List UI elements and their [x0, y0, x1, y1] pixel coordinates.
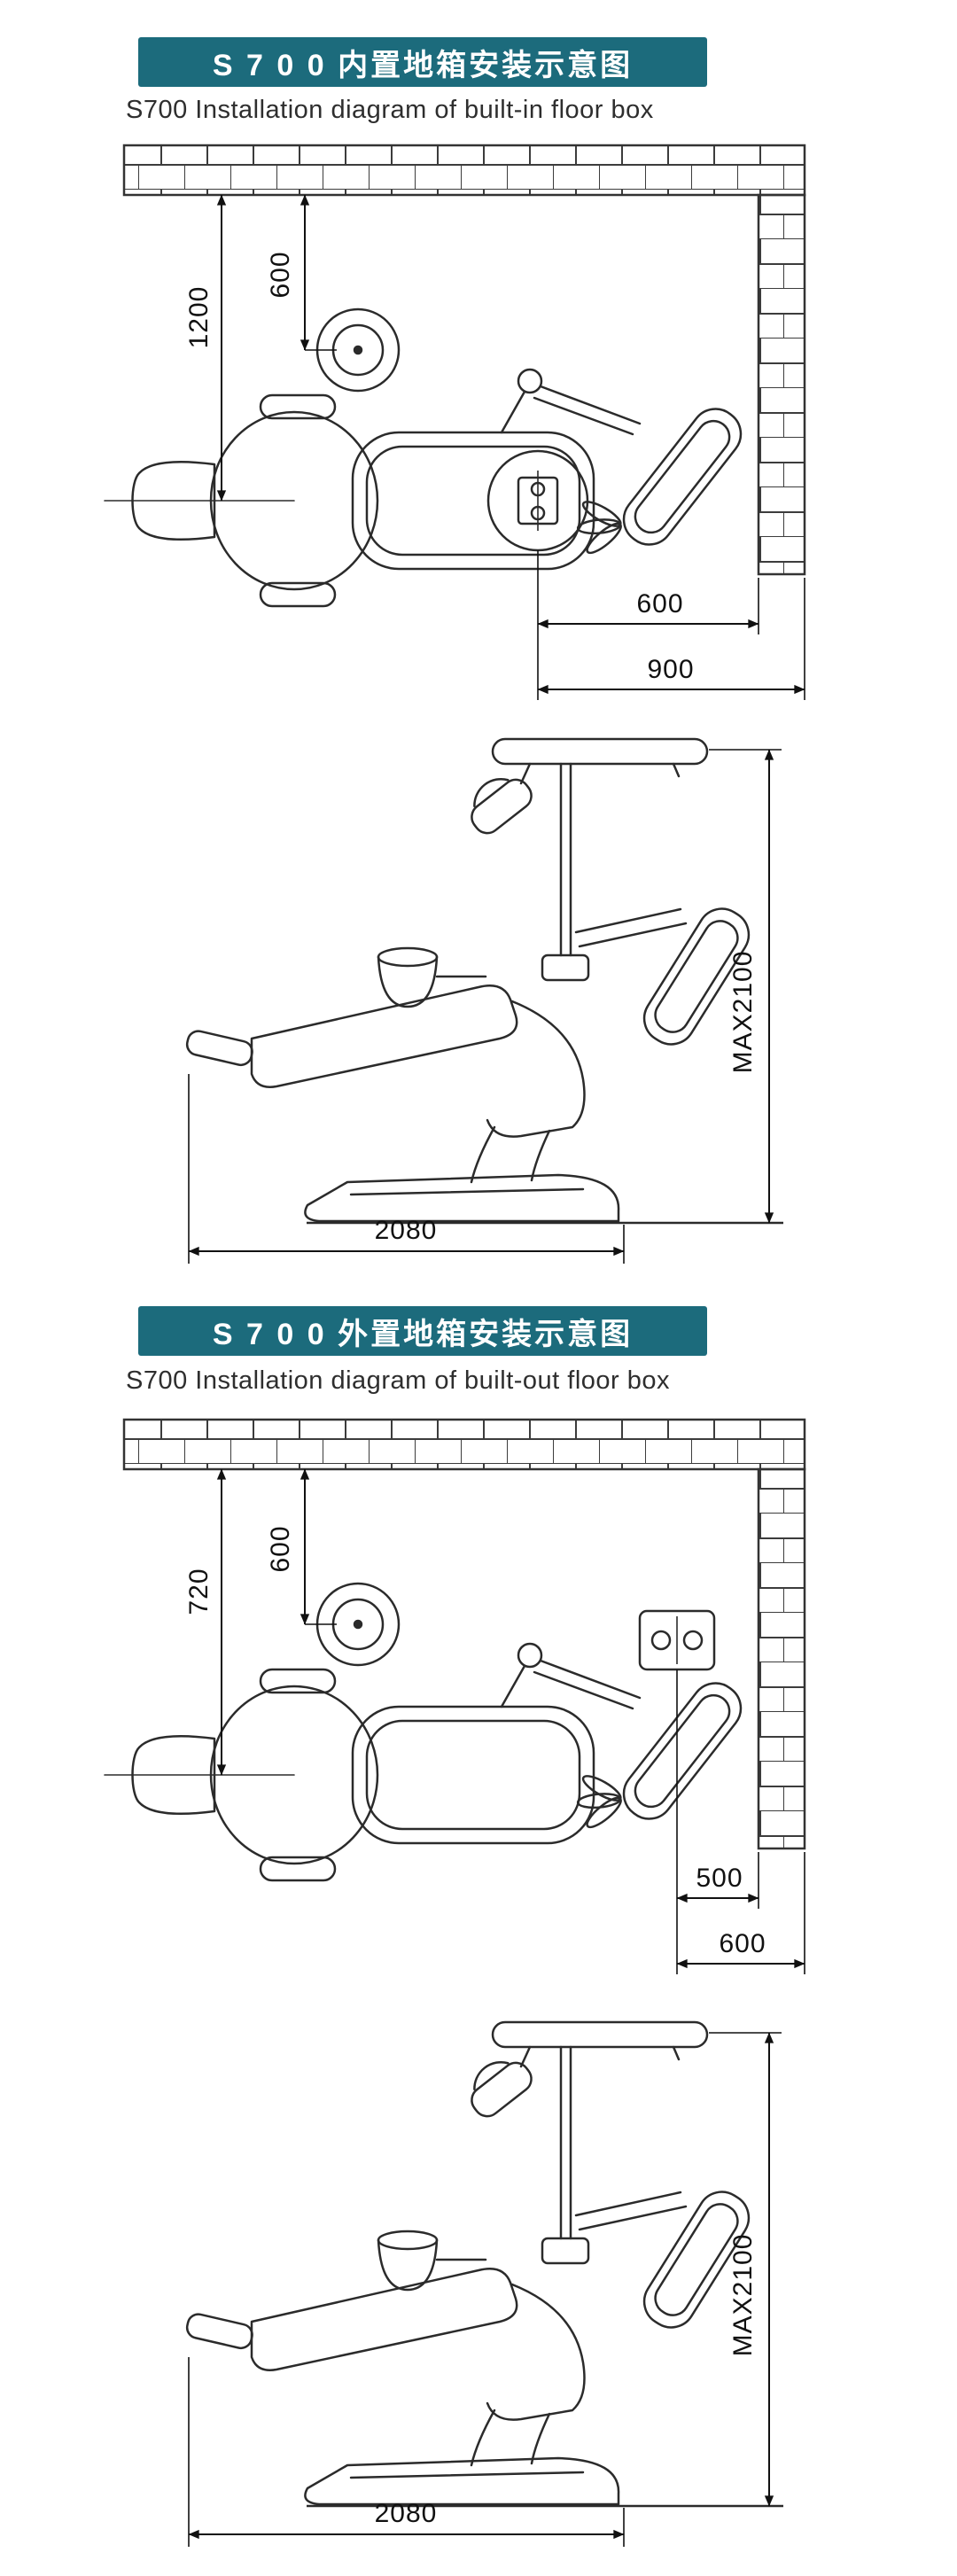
dim-box-to-wall-outer: 600 [719, 1929, 766, 1958]
dim-wall-to-chair: 1200 [184, 286, 214, 349]
wall-top [122, 1418, 806, 1471]
section-title: S 7 0 0 外置地箱安装示意图 [212, 1317, 634, 1351]
section-built-out: S 7 0 0 外置地箱安装示意图 S700 Installation diag… [0, 1290, 957, 2576]
dim-box-to-wall-inner: 500 [696, 1864, 743, 1893]
wall-right [757, 193, 806, 576]
side-view-diagram-built-out: MAX2100 2080 [183, 2020, 783, 2547]
section-title-banner: S 7 0 0 外置地箱安装示意图 [138, 1306, 707, 1356]
dimensions-side-view: MAX2100 2080 [188, 749, 782, 1264]
dim-wall-to-chair: 720 [184, 1568, 214, 1615]
dim-box-to-wall-outer: 900 [647, 655, 694, 684]
dim-length: 2080 [375, 1216, 438, 1245]
dim-wall-to-spittoon: 600 [266, 251, 295, 298]
top-view-diagram-built-in: 1200 600 600 900 [103, 144, 806, 700]
top-view-diagram-built-out: 720 600 500 600 [103, 1418, 806, 1974]
section-built-in: S 7 0 0 内置地箱安装示意图 S700 Installation diag… [103, 37, 806, 1264]
floor-box-built-out [638, 1609, 716, 1671]
section-title: S 7 0 0 内置地箱安装示意图 [212, 48, 634, 82]
side-view-diagram-built-in: MAX2100 2080 [183, 737, 783, 1264]
dimensions-top-view: 1200 600 600 900 [184, 194, 805, 700]
chair-side-view [183, 737, 759, 1223]
section-subtitle: S700 Installation diagram of built-out f… [126, 1366, 671, 1395]
chair-top-view [103, 307, 752, 608]
wall-top [122, 144, 806, 197]
dimensions-top-view: 720 600 500 600 [184, 1468, 805, 1974]
chair-top-view [103, 1582, 752, 1882]
wall-right [757, 1467, 806, 1850]
dim-length: 2080 [375, 2499, 438, 2528]
dimensions-side-view: MAX2100 2080 [188, 2032, 782, 2547]
dim-box-to-wall-inner: 600 [636, 589, 683, 619]
section-subtitle: S700 Installation diagram of built-in fl… [126, 96, 654, 124]
chair-side-view [183, 2020, 759, 2506]
dim-wall-to-spittoon: 600 [266, 1525, 295, 1572]
dim-max-height: MAX2100 [728, 951, 758, 1074]
floor-box-built-in [486, 449, 589, 552]
section-title-banner: S 7 0 0 内置地箱安装示意图 [138, 37, 707, 87]
dim-max-height: MAX2100 [728, 2234, 758, 2357]
